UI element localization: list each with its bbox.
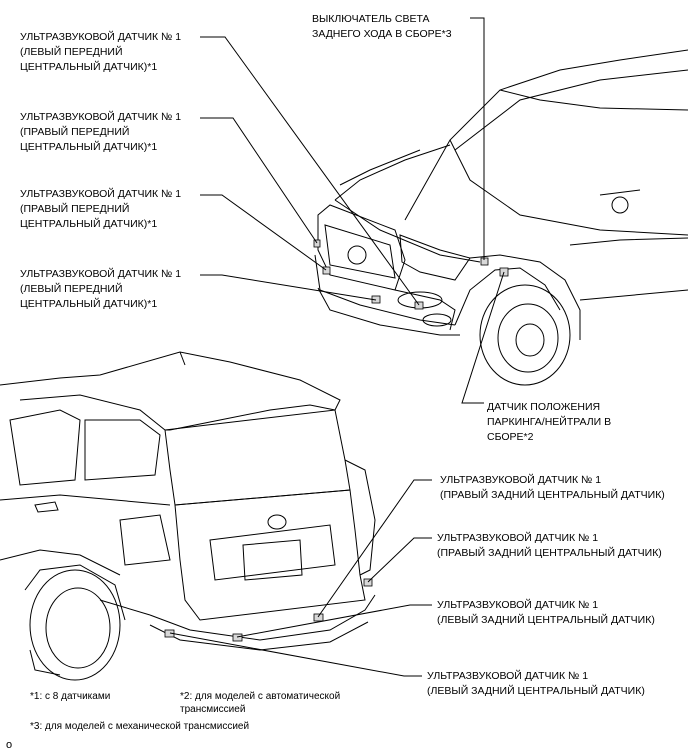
label-park-neutral-switch: ДАТЧИК ПОЛОЖЕНИЯ ПАРКИНГА/НЕЙТРАЛИ В СБО…	[487, 401, 612, 443]
label-rear-right-sensor-2: УЛЬТРАЗВУКОВОЙ ДАТЧИК № 1 (ПРАВЫЙ ЗАДНИЙ…	[437, 532, 662, 559]
sensor-rear-right-center	[313, 613, 324, 622]
label-backup-light-switch: ВЫКЛЮЧАТЕЛЬ СВЕТА ЗАДНЕГО ХОДА В СБОРЕ*3	[312, 13, 452, 40]
footnote-1: *1: с 8 датчиками	[30, 691, 111, 702]
footnote-2: *2: для моделей с автоматической трансми…	[180, 691, 341, 715]
label-front-right-sensor-1: УЛЬТРАЗВУКОВОЙ ДАТЧИК № 1 (ПРАВЫЙ ПЕРЕДН…	[20, 111, 182, 153]
label-rear-right-sensor-1: УЛЬТРАЗВУКОВОЙ ДАТЧИК № 1 (ПРАВЫЙ ЗАДНИЙ…	[440, 474, 665, 501]
rear-vehicle-illustration	[0, 351, 376, 681]
label-front-left-sensor-1: УЛЬТРАЗВУКОВОЙ ДАТЧИК № 1 (ЛЕВЫЙ ПЕРЕДНИ…	[20, 31, 182, 73]
sensor-front-right-outer	[322, 266, 331, 275]
sensor-rear-right-outer	[363, 578, 373, 587]
label-rear-left-sensor-2: УЛЬТРАЗВУКОВОЙ ДАТЧИК № 1 (ЛЕВЫЙ ЗАДНИЙ …	[427, 670, 645, 697]
sensor-rear-left-center	[232, 633, 243, 642]
label-front-right-sensor-2: УЛЬТРАЗВУКОВОЙ ДАТЧИК № 1 (ПРАВЫЙ ПЕРЕДН…	[20, 188, 182, 230]
label-rear-left-sensor-1: УЛЬТРАЗВУКОВОЙ ДАТЧИК № 1 (ЛЕВЫЙ ЗАДНИЙ …	[437, 599, 655, 626]
corner-mark: o	[6, 739, 13, 751]
sensor-front-left-outer	[313, 239, 321, 248]
leader-lines	[169, 17, 505, 677]
label-front-left-sensor-2: УЛЬТРАЗВУКОВОЙ ДАТЧИК № 1 (ЛЕВЫЙ ПЕРЕДНИ…	[20, 268, 182, 310]
front-vehicle-illustration	[313, 49, 688, 386]
footnote-3: *3: для моделей с механической трансмисс…	[30, 721, 250, 732]
sensor-front-right-center	[414, 301, 424, 310]
